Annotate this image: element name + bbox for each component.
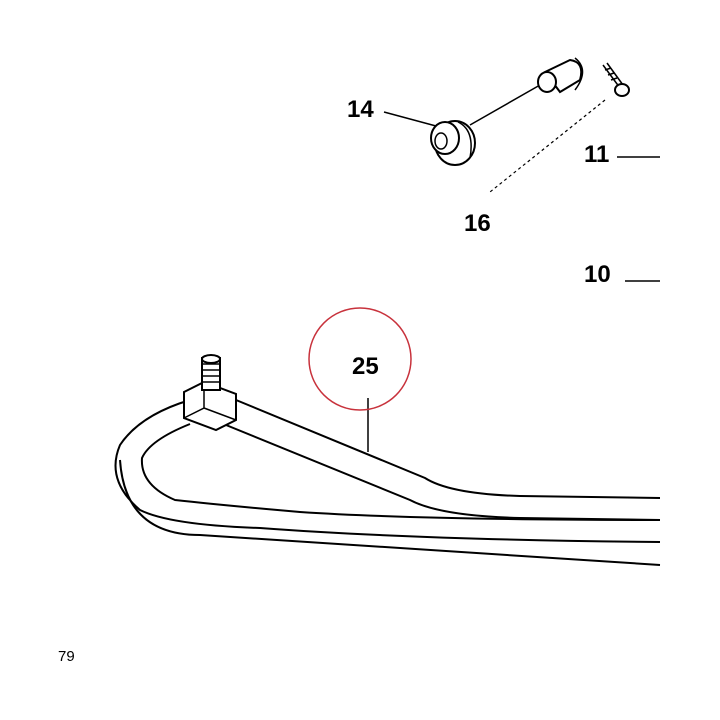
part-16-screw[interactable] [602,62,630,97]
highlight-ring-25 [308,307,412,411]
callout-11[interactable]: 11 [584,141,609,168]
page-number: 79 [58,648,75,665]
callout-10[interactable]: 10 [584,261,611,288]
part-25-hose[interactable] [114,354,661,566]
leader-16-dashed [489,99,606,193]
callout-14[interactable]: 14 [347,96,374,123]
callout-16[interactable]: 16 [464,210,491,237]
upper-fitting [537,57,584,94]
leader-14 [383,111,437,127]
callout-25[interactable]: 25 [352,353,379,380]
leader-grommet-to-fitting [469,84,541,126]
part-14-grommet[interactable] [430,120,476,166]
